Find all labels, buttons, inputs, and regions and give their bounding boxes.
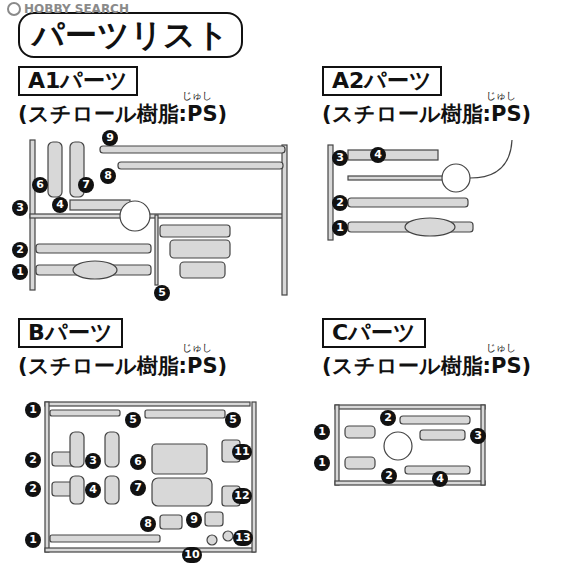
callout-number: 3 <box>470 428 486 444</box>
runner <box>252 402 256 552</box>
callout-number: 2 <box>25 452 41 468</box>
furigana: じゅし <box>486 90 516 101</box>
part <box>118 162 283 169</box>
callout-number: 6 <box>130 454 146 470</box>
callout-number: 4 <box>52 197 68 213</box>
part <box>36 244 151 253</box>
part <box>348 150 438 160</box>
part <box>70 200 130 210</box>
part <box>223 531 233 541</box>
callout-number: 8 <box>140 516 156 532</box>
runner <box>335 481 485 485</box>
callout-number: 2 <box>380 410 396 426</box>
part <box>205 512 223 526</box>
section-label-box: A1パーツ <box>18 66 138 96</box>
callout-number: 11 <box>232 444 251 460</box>
callout-number: 2 <box>25 481 41 497</box>
runner <box>335 405 339 485</box>
callout-number: 1 <box>12 264 28 280</box>
section-label: Cパーツ <box>332 320 416 345</box>
part <box>152 478 212 506</box>
section-label: A2パーツ <box>332 68 432 93</box>
callout-number: 9 <box>102 130 118 146</box>
runner <box>470 140 512 178</box>
part <box>170 240 230 258</box>
runner-ring <box>384 432 412 460</box>
callout-number: 4 <box>432 471 448 487</box>
callout-number: 2 <box>332 195 348 211</box>
callout-number: 7 <box>78 177 94 193</box>
part <box>100 146 285 153</box>
callout-number: 5 <box>125 412 141 428</box>
part <box>207 535 217 545</box>
material-note: (スチロール樹脂:PS) <box>18 354 227 378</box>
part <box>152 444 207 474</box>
callout-number: 5 <box>225 412 241 428</box>
section-label-box: Cパーツ <box>322 318 426 348</box>
callout-number: 4 <box>85 482 101 498</box>
callout-number: 13 <box>233 530 252 546</box>
part <box>105 476 119 504</box>
runner <box>45 402 250 406</box>
part <box>420 430 465 440</box>
part <box>70 476 84 504</box>
part <box>73 261 117 279</box>
material-note: (スチロール樹脂:PS) <box>322 354 531 378</box>
callout-number: 1 <box>314 424 330 440</box>
part <box>180 262 225 278</box>
part <box>70 432 84 467</box>
logo-mark <box>8 3 20 15</box>
part <box>348 198 468 207</box>
runner-ring <box>120 201 150 231</box>
material-note: (スチロール樹脂:PS) <box>322 102 531 126</box>
callout-number: 12 <box>232 488 251 504</box>
furigana: じゅし <box>182 90 212 101</box>
runner <box>335 405 485 409</box>
callout-number: 5 <box>154 285 170 301</box>
material-note: (スチロール樹脂:PS) <box>18 102 227 126</box>
runner <box>481 405 485 485</box>
watermark: HOBBY SEARCH <box>24 2 129 16</box>
callout-number: 1 <box>314 455 330 471</box>
callout-number: 1 <box>25 532 41 548</box>
part <box>345 457 375 469</box>
callout-number: 2 <box>12 242 28 258</box>
part <box>48 142 62 197</box>
part <box>105 432 119 467</box>
callout-number: 10 <box>182 547 201 563</box>
callout-number: 1 <box>25 402 41 418</box>
furigana: じゅし <box>182 342 212 353</box>
part <box>160 515 182 529</box>
runner <box>45 548 255 552</box>
section-label: A1パーツ <box>28 68 128 93</box>
part <box>405 218 455 236</box>
part <box>400 416 470 424</box>
part <box>145 410 225 418</box>
section-label-box: A2パーツ <box>322 66 442 96</box>
callout-number: 3 <box>12 200 28 216</box>
part <box>345 426 375 438</box>
callout-number: 6 <box>32 177 48 193</box>
section-label-box: Bパーツ <box>18 318 123 348</box>
callout-number: 3 <box>85 453 101 469</box>
callout-number: 4 <box>370 147 386 163</box>
runner <box>45 402 49 552</box>
part <box>160 225 230 237</box>
runner <box>155 215 158 285</box>
title-box: パーツリスト <box>18 12 243 58</box>
part <box>50 535 160 542</box>
section-label: Bパーツ <box>28 320 113 345</box>
callout-number: 8 <box>100 168 116 184</box>
callout-number: 9 <box>186 512 202 528</box>
callout-number: 2 <box>381 468 397 484</box>
part <box>50 410 120 416</box>
callout-number: 1 <box>332 220 348 236</box>
callout-number: 3 <box>332 150 348 166</box>
callout-number: 7 <box>130 480 146 496</box>
runner-ring <box>442 164 470 192</box>
furigana: じゅし <box>486 342 516 353</box>
